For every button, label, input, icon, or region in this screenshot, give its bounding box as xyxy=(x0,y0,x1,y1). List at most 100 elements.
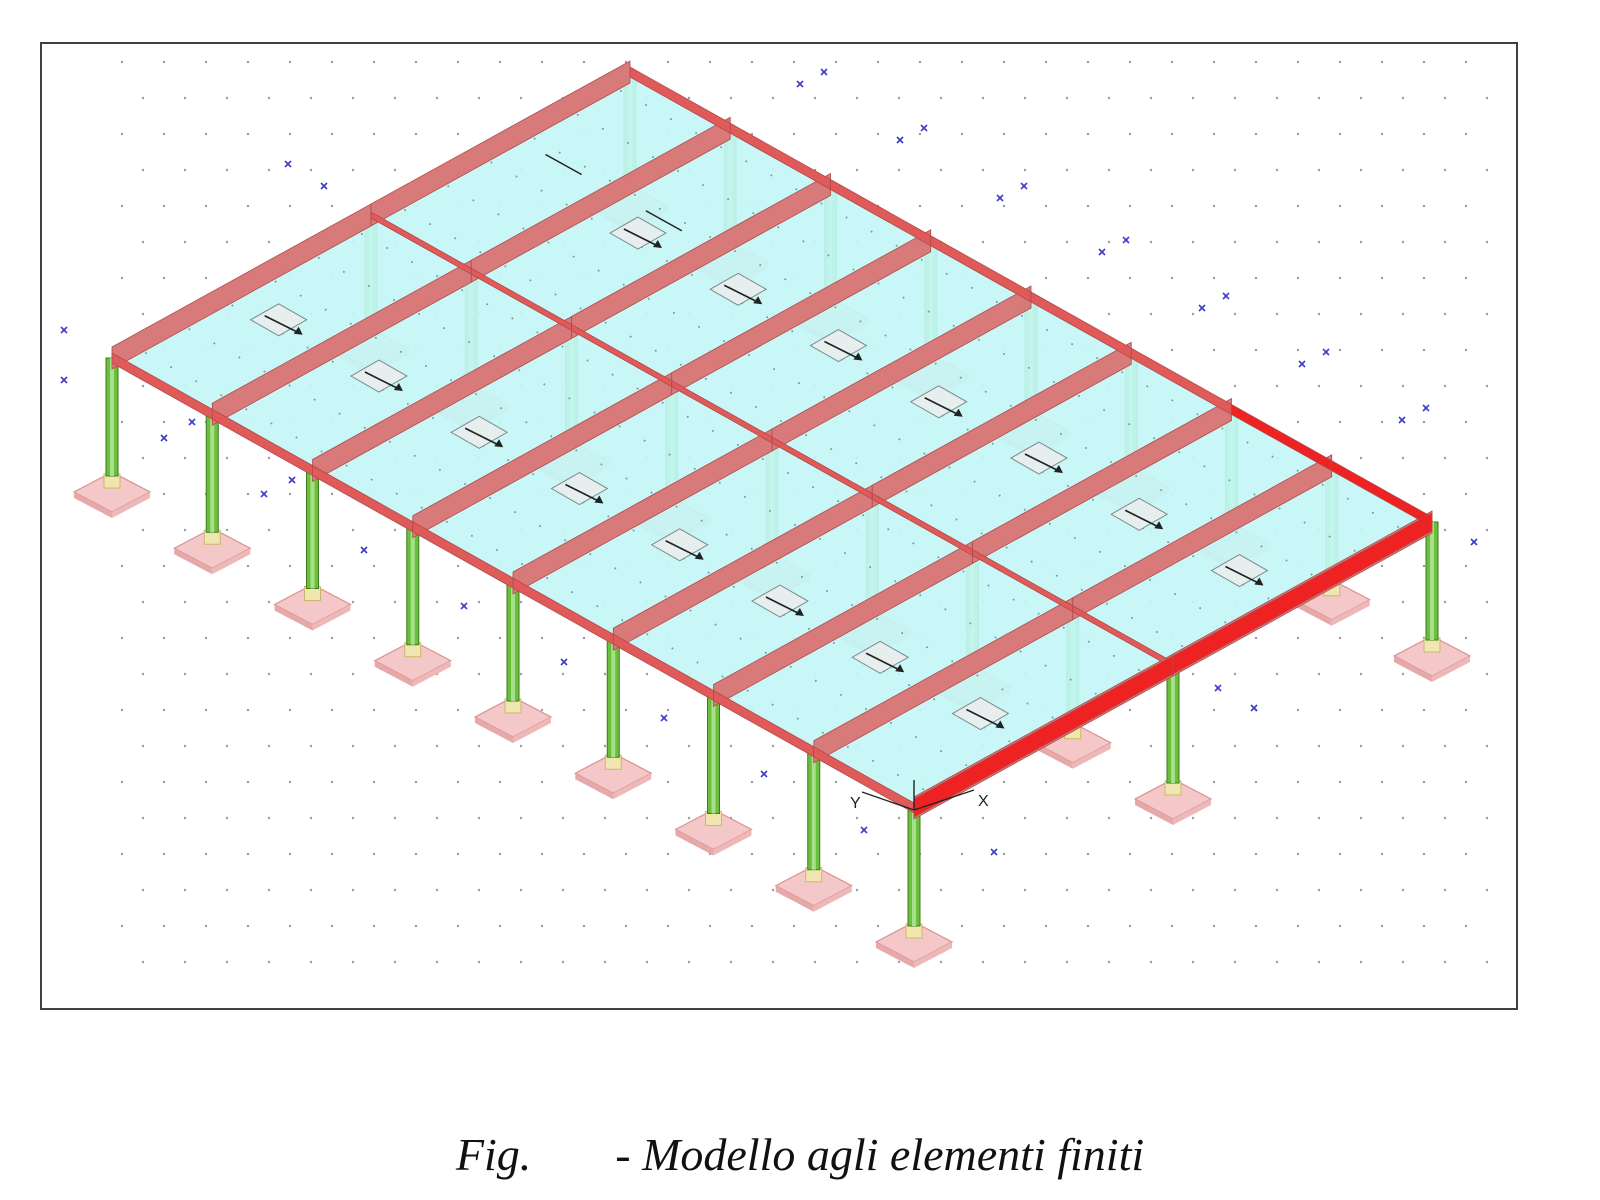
mesh-dot xyxy=(1002,780,1006,784)
footing-side xyxy=(1394,656,1432,682)
mesh-dot xyxy=(1149,240,1153,244)
slab-mesh-dot xyxy=(1112,654,1115,657)
load-arrow-icon xyxy=(264,315,302,335)
slab-mesh-dot xyxy=(550,435,553,438)
mesh-dot xyxy=(1464,564,1468,568)
slab-mesh-dot xyxy=(429,223,432,226)
slab-mesh-dot xyxy=(1303,521,1306,524)
slab-mesh-dot xyxy=(547,241,550,244)
mesh-dot xyxy=(540,708,544,712)
slab-mesh-dot xyxy=(1137,668,1140,671)
footing-side xyxy=(1135,799,1173,825)
slab-mesh-dot xyxy=(819,538,822,541)
slab-mesh-dot xyxy=(395,492,398,495)
slab-mesh-dot xyxy=(802,240,805,243)
slab-mesh-dot xyxy=(619,89,622,92)
slab-mesh-dot xyxy=(650,491,653,494)
slab-mesh-dot xyxy=(1328,535,1331,538)
mesh-dot xyxy=(477,960,481,964)
slab-mesh-dot xyxy=(533,137,536,140)
slab-mesh-dot xyxy=(497,213,500,216)
arrowhead xyxy=(293,326,303,335)
mesh-dot xyxy=(1044,276,1048,280)
mesh-dot xyxy=(1065,168,1069,172)
slab-mesh-dot xyxy=(1030,560,1033,563)
mesh-dot xyxy=(855,888,859,892)
mesh-dot xyxy=(834,780,838,784)
node-cross-icon xyxy=(820,68,828,76)
node-cross-icon xyxy=(1298,360,1306,368)
slab-mesh-dot xyxy=(1371,511,1374,514)
slab-mesh-dot xyxy=(1246,441,1249,444)
mesh-dot xyxy=(351,96,355,100)
arrowhead xyxy=(393,383,403,392)
slab-mesh-dot xyxy=(1080,588,1083,591)
mesh-dot xyxy=(120,204,124,208)
mesh-dot xyxy=(1317,960,1321,964)
slab-mesh-dot xyxy=(1001,688,1004,691)
slab-mesh-dot xyxy=(540,189,543,192)
column-highlight xyxy=(1171,665,1175,783)
slab-mesh-dot xyxy=(793,523,796,526)
mesh-dot xyxy=(1275,888,1279,892)
mesh-dot xyxy=(1485,312,1489,316)
mesh-dot xyxy=(330,60,334,64)
slab-mesh-dot xyxy=(977,338,980,341)
node-cross-icon xyxy=(160,434,168,442)
mesh-dot xyxy=(414,708,418,712)
mesh-dot xyxy=(267,672,271,676)
slab-mesh-dot xyxy=(411,261,414,264)
slab-mesh-dot xyxy=(1267,597,1270,600)
node-cross-icon xyxy=(188,418,196,426)
mesh-dot xyxy=(771,816,775,820)
slab-mesh-dot xyxy=(711,429,714,432)
mesh-dot xyxy=(603,888,607,892)
slab-mesh-dot xyxy=(1171,399,1174,402)
mesh-dot xyxy=(981,960,985,964)
mesh-dot xyxy=(1296,636,1300,640)
mesh-dot xyxy=(1065,240,1069,244)
mesh-dot xyxy=(1380,204,1384,208)
mesh-dot xyxy=(288,564,292,568)
load-arrow-icon xyxy=(865,652,903,672)
mesh-dot xyxy=(1359,384,1363,388)
mesh-dot xyxy=(1170,348,1174,352)
slab-mesh-dot xyxy=(991,442,994,445)
load-area-icon xyxy=(550,471,609,506)
mesh-dot xyxy=(183,816,187,820)
mesh-dot xyxy=(1044,780,1048,784)
mesh-dot xyxy=(225,240,229,244)
mesh-dot xyxy=(1107,96,1111,100)
slab-mesh-dot xyxy=(743,495,746,498)
mesh-dot xyxy=(960,60,964,64)
mesh-dot xyxy=(456,60,460,64)
mesh-dot xyxy=(1233,240,1237,244)
slab-mesh-dot xyxy=(970,286,973,289)
slab-mesh-dot xyxy=(1310,573,1313,576)
slab-mesh-dot xyxy=(274,280,277,283)
mesh-dot xyxy=(498,60,502,64)
mesh-dot xyxy=(540,636,544,640)
mesh-dot xyxy=(393,816,397,820)
slab-mesh-dot xyxy=(515,175,518,178)
slab-mesh-dot xyxy=(998,494,1001,497)
mesh-dot xyxy=(792,852,796,856)
slab-mesh-dot xyxy=(370,478,373,481)
mesh-dot xyxy=(1464,60,1468,64)
footing-side xyxy=(914,942,952,968)
slab-mesh-dot xyxy=(1008,740,1011,743)
slab-mesh-dot xyxy=(1052,380,1055,383)
mesh-dot xyxy=(309,960,313,964)
slab-mesh-dot xyxy=(1210,517,1213,520)
mesh-dot xyxy=(1296,708,1300,712)
slab-mesh-dot xyxy=(973,480,976,483)
mesh-dot xyxy=(519,744,523,748)
mesh-dot xyxy=(309,744,313,748)
slab-mesh-dot xyxy=(736,443,739,446)
slab-mesh-dot xyxy=(1199,607,1202,610)
load-area-icon xyxy=(909,385,968,419)
mesh-dot xyxy=(141,312,145,316)
slab-mesh-dot xyxy=(572,255,575,258)
mesh-dot xyxy=(162,132,166,136)
slab-mesh-dot xyxy=(1096,357,1099,360)
